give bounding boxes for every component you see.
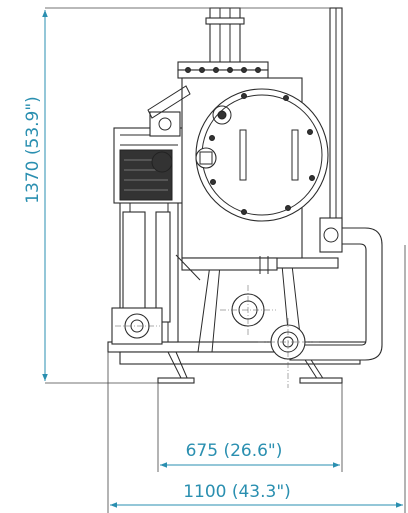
height-dimension: 1370 (53.9") bbox=[23, 10, 48, 381]
outer-width-dimension-label: 1100 (43.3") bbox=[183, 482, 291, 502]
outer-width-dimension: 1100 (43.3") bbox=[110, 482, 403, 508]
extension-lines bbox=[45, 7, 406, 513]
inner-width-dimension: 675 (26.6") bbox=[160, 441, 340, 468]
inner-width-dimension-label: 675 (26.6") bbox=[186, 441, 283, 461]
height-dimension-label: 1370 (53.9") bbox=[23, 96, 43, 204]
machine-elevation bbox=[107, 7, 383, 388]
